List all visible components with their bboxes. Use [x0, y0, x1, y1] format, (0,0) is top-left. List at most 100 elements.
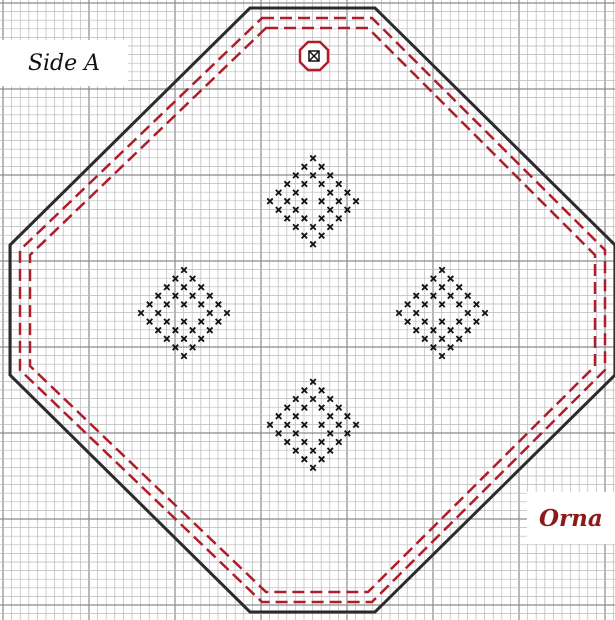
stitch-cross [293, 413, 299, 419]
stitch-cross [327, 396, 333, 402]
stitch-cross [207, 310, 213, 316]
stitch-cross [422, 284, 428, 290]
stitch-cross [327, 448, 333, 454]
stitch-cross [336, 405, 342, 411]
stitch-cross [284, 422, 290, 428]
stitch-cross [155, 327, 161, 333]
stitch-cross [284, 439, 290, 445]
stitch-cross [284, 405, 290, 411]
stitch-cross [439, 284, 445, 290]
stitch-cross [336, 422, 342, 428]
stitch-cross [319, 439, 325, 445]
stitch-cross [310, 396, 316, 402]
stitch-cross [310, 448, 316, 454]
stitch-cross [405, 319, 411, 325]
stitch-cross [224, 310, 230, 316]
stitch-cross [284, 216, 290, 222]
stitch-cross [413, 310, 419, 316]
stitch-cross [310, 379, 316, 385]
stitch-cross [327, 190, 333, 196]
stitch-cross [465, 327, 471, 333]
stitch-cross [302, 388, 308, 394]
stitch-cross [293, 396, 299, 402]
stitch-cross [439, 302, 445, 308]
cross-stitch-pattern [138, 155, 488, 470]
stitch-cross [405, 302, 411, 308]
stitch-cross [439, 267, 445, 273]
stitch-cross [319, 388, 325, 394]
stitch-cross [413, 327, 419, 333]
stitch-cross [190, 327, 196, 333]
stitch-cross [181, 353, 187, 359]
stitch-cross [181, 302, 187, 308]
stitch-cross [336, 216, 342, 222]
stitch-cross [336, 181, 342, 187]
stitch-cross [267, 422, 273, 428]
stitch-cross [336, 439, 342, 445]
stitch-cross [293, 448, 299, 454]
stitch-cross [138, 310, 144, 316]
stitch-cross [327, 224, 333, 230]
stitch-cross [164, 336, 170, 342]
stitch-cross [448, 276, 454, 282]
stitch-cross [474, 302, 480, 308]
stitch-cross [164, 319, 170, 325]
stitch-cross [293, 207, 299, 213]
stitch-cross [310, 465, 316, 471]
stitch-cross [310, 155, 316, 161]
stitch-cross [267, 198, 273, 204]
stitch-cross [456, 319, 462, 325]
stitch-cross [327, 207, 333, 213]
stitch-cross [207, 293, 213, 299]
stitch-cross [147, 302, 153, 308]
stitch-cross [276, 207, 282, 213]
stitch-cross [302, 198, 308, 204]
stitch-cross [456, 336, 462, 342]
stitch-cross [396, 310, 402, 316]
stitch-cross [319, 456, 325, 462]
stitch-cross [181, 267, 187, 273]
stitch-cross [302, 233, 308, 239]
stitch-cross [465, 310, 471, 316]
stitch-cross [302, 181, 308, 187]
stitch-cross [198, 302, 204, 308]
stitch-cross [422, 302, 428, 308]
stitch-cross [198, 336, 204, 342]
stitch-cross [147, 319, 153, 325]
stitch-cross [319, 198, 325, 204]
side-label: Side A [0, 40, 128, 86]
stitch-cross [302, 439, 308, 445]
stitch-cross [164, 284, 170, 290]
stitch-cross [302, 405, 308, 411]
stitch-cross [284, 181, 290, 187]
stitch-cross [190, 276, 196, 282]
stitch-cross [155, 310, 161, 316]
stitch-cross [439, 336, 445, 342]
stitch-cross [327, 413, 333, 419]
stitch-cross [482, 310, 488, 316]
stitch-cross [439, 353, 445, 359]
stitch-cross [198, 284, 204, 290]
stitch-cross [310, 224, 316, 230]
ornament-title: Orna [527, 492, 615, 544]
stitch-cross [319, 216, 325, 222]
stitch-cross [353, 422, 359, 428]
stitch-cross [181, 336, 187, 342]
stitch-cross [181, 284, 187, 290]
stitch-cross [353, 198, 359, 204]
stitch-cross [302, 456, 308, 462]
stitch-cross [207, 327, 213, 333]
stitch-cross [448, 293, 454, 299]
stitch-cross [319, 422, 325, 428]
stitch-cross [198, 319, 204, 325]
stitch-cross [302, 422, 308, 428]
hanging-hole-icon [300, 42, 328, 70]
stitch-cross [465, 293, 471, 299]
stitch-cross [456, 284, 462, 290]
stitch-cross [302, 216, 308, 222]
stitch-cross [422, 336, 428, 342]
stitch-cross [293, 224, 299, 230]
stitch-cross [164, 302, 170, 308]
